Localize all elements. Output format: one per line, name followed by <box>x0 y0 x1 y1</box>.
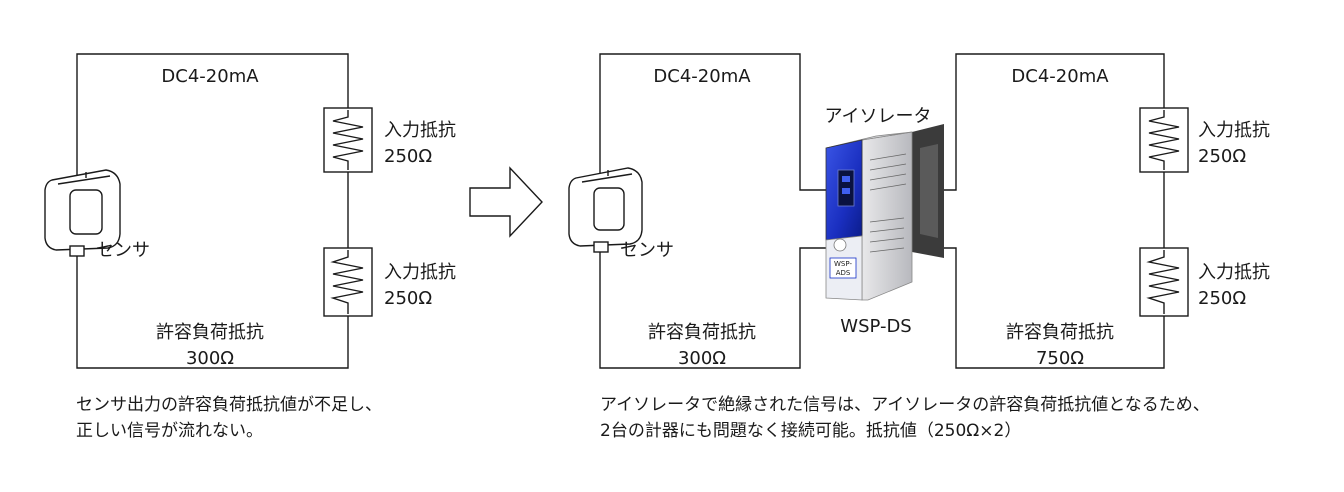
right-resistor-top-value: 250Ω <box>1198 146 1246 167</box>
resistor-icon <box>323 107 373 173</box>
left-load-title: 許容負荷抵抗 <box>156 322 264 343</box>
left-circuit <box>76 53 349 369</box>
right-loop2-current-label: DC4-20mA <box>1011 66 1109 87</box>
left-resistor-top-value: 250Ω <box>384 146 432 167</box>
right-loop1-current-label: DC4-20mA <box>653 66 751 87</box>
right-caption: アイソレータで絶縁された信号は、アイソレータの許容負荷抵抗値となるため、 2台の… <box>600 392 1210 444</box>
left-load-value: 300Ω <box>186 348 234 369</box>
left-resistor-top-title: 入力抵抗 <box>384 120 456 141</box>
left-resistor-bottom-title: 入力抵抗 <box>384 262 456 283</box>
right-caption-line2: 2台の計器にも問題なく接続可能。抵抗値（250Ω×2） <box>600 421 1022 441</box>
right-loop2-wires <box>944 53 1165 369</box>
right-resistor-top-title: 入力抵抗 <box>1198 120 1270 141</box>
right-sensor-label: センサ <box>620 240 674 261</box>
isolator-device-icon <box>825 124 944 301</box>
isolator-tag-line2: ADS <box>836 269 851 277</box>
right-loop1-load-title: 許容負荷抵抗 <box>648 322 756 343</box>
left-caption: センサ出力の許容負荷抵抗値が不足し、 正しい信号が流れない。 <box>76 392 382 444</box>
left-loop-wire-bottom <box>76 262 349 369</box>
sensor-icon <box>568 167 643 262</box>
sensor-icon <box>44 169 121 262</box>
right-arrow-icon <box>469 166 543 238</box>
right-caption-line1: アイソレータで絶縁された信号は、アイソレータの許容負荷抵抗値となるため、 <box>600 395 1210 415</box>
right-resistor-bottom-value: 250Ω <box>1198 288 1246 309</box>
right-loop1-wires <box>599 53 826 369</box>
right-loop2-load-title: 許容負荷抵抗 <box>1006 322 1114 343</box>
resistor-icon <box>323 247 373 317</box>
right-resistor-bottom-title: 入力抵抗 <box>1198 262 1270 283</box>
isolator-model: WSP-DS <box>840 316 911 337</box>
left-caption-line2: 正しい信号が流れない。 <box>76 421 263 441</box>
left-resistor-bottom-value: 250Ω <box>384 288 432 309</box>
left-caption-line1: センサ出力の許容負荷抵抗値が不足し、 <box>76 395 382 415</box>
resistor-icon <box>1139 247 1189 317</box>
resistor-icon <box>1139 107 1189 173</box>
isolator-tag-line1: WSP- <box>834 260 852 268</box>
right-loop2-load-value: 750Ω <box>1036 348 1084 369</box>
left-current-label: DC4-20mA <box>161 66 259 87</box>
right-loop1-load-value: 300Ω <box>678 348 726 369</box>
left-loop-wire <box>76 53 349 180</box>
left-sensor-label: センサ <box>96 240 150 261</box>
isolator-label: アイソレータ <box>824 106 931 127</box>
